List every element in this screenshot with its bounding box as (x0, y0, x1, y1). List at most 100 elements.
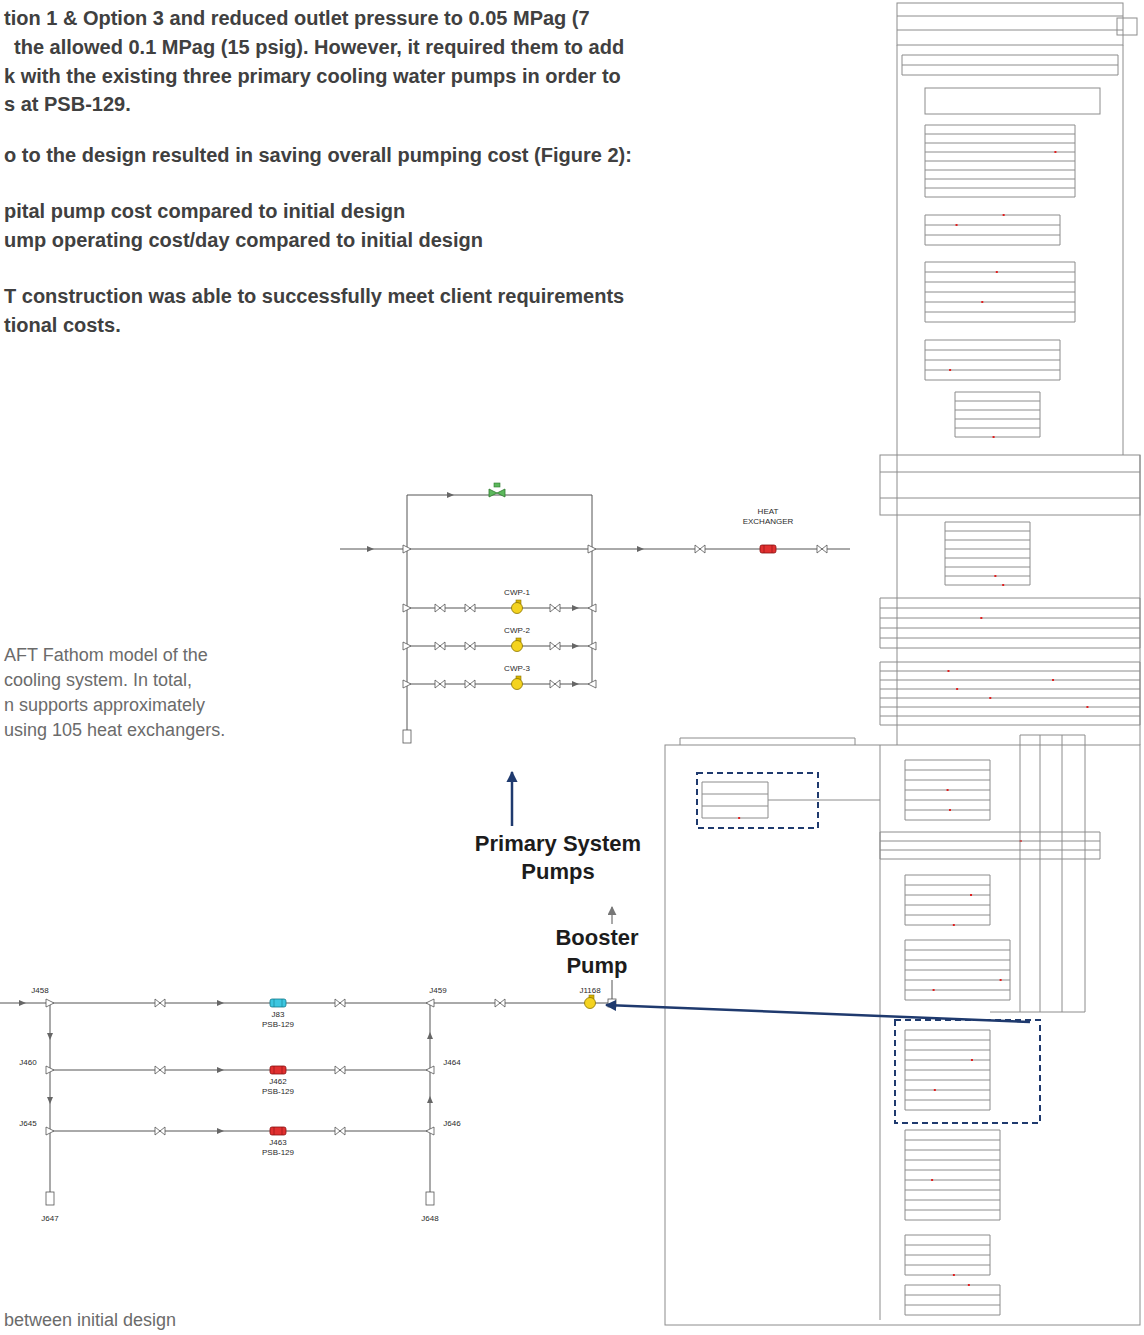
junction-flag (981, 301, 983, 303)
pipe-loop (880, 455, 1140, 515)
pipe-line (925, 302, 1075, 303)
pipe-line (945, 567, 1030, 568)
junction-symbol (403, 642, 411, 650)
pipe-line (905, 1190, 1000, 1191)
pipe-line (905, 1130, 906, 1220)
pipe-line (905, 800, 990, 801)
pipe-line (905, 810, 990, 811)
pipe-line (905, 1130, 1000, 1131)
valve-symbol (435, 680, 445, 688)
pipe-line (880, 648, 1140, 649)
pipe-line (880, 472, 1140, 473)
junction-label: J463 (269, 1138, 286, 1148)
junction-label: J1168 (579, 986, 600, 996)
pipe-line (1060, 340, 1061, 380)
junction-label: J458 (31, 986, 48, 996)
pipe-line (925, 215, 1060, 216)
pipe-loop (1117, 18, 1137, 35)
component-label: PSB-129 (262, 1148, 294, 1158)
pipe-line (1085, 735, 1086, 1012)
junction-label: J645 (19, 1119, 36, 1129)
pipe-line (905, 1255, 990, 1256)
pipe-line (905, 1070, 990, 1071)
valve-symbol (550, 680, 560, 688)
valve-symbol (435, 642, 445, 650)
pipe-line (1000, 1285, 1001, 1315)
pipe-line (925, 125, 1075, 126)
pump-symbol (585, 998, 596, 1009)
callout-arrow (606, 1005, 1030, 1022)
junction-symbol (403, 545, 411, 553)
pipe-line (905, 770, 990, 771)
junction-symbol (46, 1127, 54, 1135)
pipe-line (925, 161, 1075, 162)
flow-arrow (217, 1000, 224, 1006)
pipe-line (925, 262, 926, 322)
valve-symbol (817, 545, 827, 553)
junction-flag (953, 924, 955, 926)
pipe-line (880, 628, 1140, 629)
pipe-line (905, 1295, 1000, 1296)
flow-arrow (427, 1096, 433, 1103)
body-text: o to the design resulted in saving overa… (4, 143, 632, 167)
component-label: HEAT EXCHANGER (743, 507, 794, 527)
pipe-line (1100, 832, 1101, 859)
pipe-line (1140, 598, 1141, 648)
pipe-line (945, 585, 1030, 586)
pipe-line (407, 495, 592, 549)
pipe-line (1075, 262, 1076, 322)
heat-exchanger-symbol (270, 1066, 286, 1074)
junction-flag (1002, 584, 1004, 586)
pipe-line (1020, 735, 1085, 736)
pipe-line (905, 885, 990, 886)
junction-flag (956, 688, 958, 690)
junction-symbol (46, 999, 54, 1007)
pipe-line (905, 760, 906, 820)
flow-arrow (217, 1067, 224, 1073)
pipe-line (1060, 215, 1061, 245)
model-network (665, 3, 1140, 1325)
flow-arrow (572, 643, 579, 649)
body-text: s at PSB-129. (4, 92, 131, 116)
pipe-line (905, 990, 1010, 991)
valve-symbol (335, 1066, 345, 1074)
pipe-line (945, 540, 1030, 541)
pipe-line (905, 1305, 1000, 1306)
junction-symbol (426, 1066, 434, 1074)
flow-arrow (447, 492, 454, 498)
pipe-line (925, 170, 1075, 171)
pipe-line (925, 370, 1060, 371)
callout-label: Booster Pump (552, 924, 641, 980)
pipe-line (905, 1040, 990, 1041)
junction-symbol (588, 642, 596, 650)
heat-exchanger-detail (274, 1127, 275, 1135)
pipe-line (905, 1220, 1000, 1221)
highlight-box (895, 1020, 1040, 1123)
junction-flag (947, 670, 949, 672)
pipe-line (902, 75, 1118, 76)
pipe-line (905, 1030, 906, 1110)
valve-symbol (465, 604, 475, 612)
junction-flag (949, 369, 951, 371)
pipe-line (905, 1030, 990, 1031)
pipe-line (925, 282, 1075, 283)
pipe-line (905, 1275, 990, 1276)
pipe-line (880, 662, 881, 725)
pipe-line (955, 392, 1040, 393)
junction-label: J464 (443, 1058, 460, 1068)
heat-exchanger-detail (274, 999, 275, 1007)
pipe-line (905, 1235, 990, 1236)
flow-arrow (427, 1032, 433, 1039)
control-valve-actuator (494, 483, 500, 487)
pipe-line (905, 940, 1010, 941)
pipe-line (905, 875, 990, 876)
pipe-line (905, 1265, 990, 1266)
junction-flag (968, 1284, 970, 1286)
pipe-line (925, 134, 1075, 135)
pipe-line (880, 745, 881, 1320)
junction-flag (738, 817, 740, 819)
pipe-line (925, 235, 1060, 236)
pipe-line (925, 197, 1075, 198)
component-label: CWP-2 (504, 626, 530, 636)
junction-flag (931, 1179, 933, 1181)
